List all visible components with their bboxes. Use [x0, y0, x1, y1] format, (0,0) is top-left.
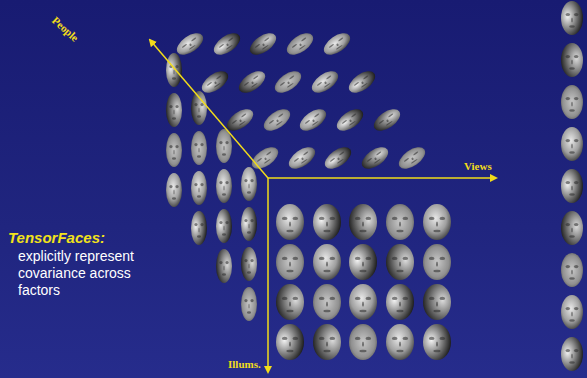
- axis-label: People: [50, 14, 81, 44]
- face-image: [191, 91, 207, 125]
- face-image: [423, 244, 451, 280]
- face-image: [166, 173, 182, 207]
- axis-label: Illums.: [228, 358, 261, 370]
- face-image: [276, 324, 304, 360]
- face-image: [395, 143, 429, 173]
- face-image: [166, 53, 182, 87]
- face-image: [370, 105, 404, 135]
- face-image: [173, 29, 207, 59]
- face-image: [313, 204, 341, 240]
- face-image: [191, 171, 207, 205]
- axis-lines: [150, 40, 496, 372]
- face-image: [386, 324, 414, 360]
- face-image: [198, 67, 232, 97]
- axis-label: Views: [464, 160, 492, 172]
- face-image: [561, 169, 583, 203]
- face-image: [166, 133, 182, 167]
- face-image: [191, 211, 207, 245]
- face-image: [561, 211, 583, 245]
- face-image: [386, 284, 414, 320]
- face-image: [216, 249, 232, 283]
- face-image: [210, 29, 244, 59]
- face-image: [235, 67, 269, 97]
- face-image: [561, 295, 583, 329]
- face-image: [276, 204, 304, 240]
- body-text: explicitly represent covariance across f…: [18, 248, 158, 299]
- face-image: [313, 244, 341, 280]
- face-image: [313, 284, 341, 320]
- face-image: [308, 67, 342, 97]
- face-image: [561, 85, 583, 119]
- face-image: [313, 324, 341, 360]
- face-image: [349, 204, 377, 240]
- face-image: [423, 324, 451, 360]
- face-image: [260, 105, 294, 135]
- face-image: [345, 67, 379, 97]
- face-image: [386, 204, 414, 240]
- face-image: [349, 324, 377, 360]
- face-image: [320, 29, 354, 59]
- face-image: [321, 143, 355, 173]
- face-image: [561, 43, 583, 77]
- face-image: [349, 244, 377, 280]
- face-image: [561, 127, 583, 161]
- face-image: [241, 247, 257, 281]
- face-image: [276, 244, 304, 280]
- face-image: [283, 29, 317, 59]
- face-image: [358, 143, 392, 173]
- face-image: [241, 287, 257, 321]
- face-image: [561, 337, 583, 371]
- face-image: [333, 105, 367, 135]
- face-image: [349, 284, 377, 320]
- face-image: [386, 244, 414, 280]
- face-image: [246, 29, 280, 59]
- face-image: [423, 204, 451, 240]
- face-image: [216, 209, 232, 243]
- face-image: [561, 1, 583, 35]
- face-image: [561, 253, 583, 287]
- face-image: [241, 167, 257, 201]
- face-image: [271, 67, 305, 97]
- face-image: [423, 284, 451, 320]
- heading-text: TensorFaces:: [8, 229, 105, 246]
- face-image: [296, 105, 330, 135]
- face-image: [166, 93, 182, 127]
- face-image: [276, 284, 304, 320]
- face-image: [191, 131, 207, 165]
- face-image: [216, 169, 232, 203]
- face-image: [241, 207, 257, 241]
- face-image: [285, 143, 319, 173]
- face-image: [248, 143, 282, 173]
